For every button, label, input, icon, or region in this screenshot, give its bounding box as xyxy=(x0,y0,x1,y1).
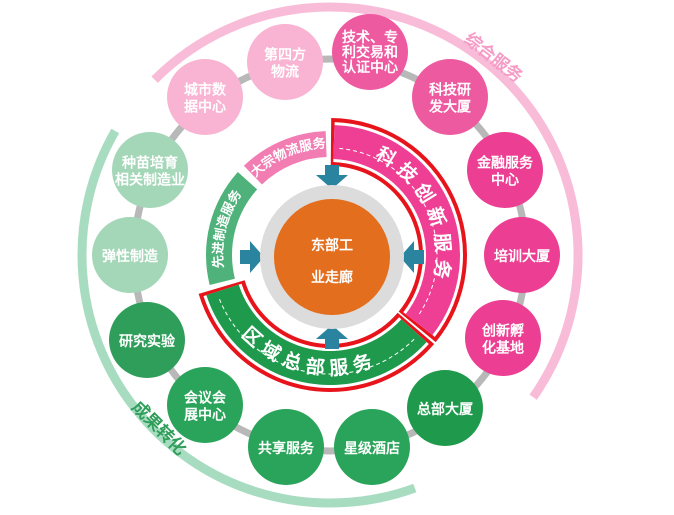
node-label: 化基地 xyxy=(482,340,524,357)
arrow-icon xyxy=(400,241,424,273)
node-circle xyxy=(112,132,188,208)
node-circle xyxy=(465,300,541,376)
band-fill xyxy=(333,125,460,336)
node-circle xyxy=(334,409,410,485)
node-label: 金融服务 xyxy=(476,155,534,172)
node-label: 中心 xyxy=(491,172,519,189)
band-fill xyxy=(206,172,258,285)
node-label: 总部大厦 xyxy=(417,401,474,418)
node-label: 培训大厦 xyxy=(494,248,551,265)
node-label: 种苗培育 xyxy=(121,155,178,172)
node-label: 认证中心 xyxy=(342,59,398,76)
service-nodes: 第四方物流技术、专利交易和认证中心科技研发大厦金融服务中心培训大厦创新孵化基地总… xyxy=(92,14,560,485)
node-circle xyxy=(248,409,324,485)
service-node: 星级酒店 xyxy=(334,409,410,485)
center-circle xyxy=(274,199,390,315)
node-label: 相关制造业 xyxy=(115,172,185,189)
band-fill xyxy=(243,131,327,185)
node-label: 展中心 xyxy=(184,407,226,424)
service-node: 研究实验 xyxy=(109,302,185,378)
transformation-arc xyxy=(77,128,417,508)
node-circle xyxy=(92,217,168,293)
node-circle xyxy=(407,370,483,446)
node-circle xyxy=(467,132,543,208)
node-label: 技术、专 xyxy=(342,29,398,46)
regional-hq-band: 区域总部服务 xyxy=(198,280,435,393)
node-circle xyxy=(167,59,243,135)
service-node: 总部大厦 xyxy=(407,370,483,446)
service-node: 弹性制造 xyxy=(92,217,168,293)
band-fill xyxy=(206,284,427,385)
node-label: 科技研 xyxy=(429,82,471,99)
arrow-icon xyxy=(316,165,348,189)
arrow-icon xyxy=(240,241,264,273)
node-label: 弹性制造 xyxy=(102,248,158,265)
service-node: 培训大厦 xyxy=(484,217,560,293)
node-label: 研究实验 xyxy=(119,333,176,350)
center-title-line1: 东部工 xyxy=(311,237,353,254)
band-dashed-line xyxy=(339,147,438,317)
node-circle xyxy=(247,24,323,100)
node-label: 据中心 xyxy=(184,99,226,116)
center-title-line2: 业走廊 xyxy=(311,269,353,286)
arrows xyxy=(240,165,424,349)
node-circle xyxy=(167,367,243,443)
node-label: 创新孵 xyxy=(481,323,524,340)
node-circle xyxy=(412,59,488,135)
node-label: 共享服务 xyxy=(258,440,315,457)
arrow-icon xyxy=(316,325,348,349)
node-label: 发大厦 xyxy=(428,99,472,116)
node-label: 城市数 xyxy=(184,82,227,99)
comprehensive-services-arc xyxy=(151,2,583,400)
advanced-mfg-band: 先进制造服务 xyxy=(206,172,258,285)
node-circle xyxy=(109,302,185,378)
node-label: 第四方 xyxy=(264,47,306,64)
bulk-logistics-band: 大宗物流服务 xyxy=(243,131,327,185)
service-node: 共享服务 xyxy=(248,409,324,485)
node-label: 利交易和 xyxy=(342,44,398,61)
node-circle xyxy=(332,14,408,90)
node-label: 物流 xyxy=(271,64,299,81)
node-circle xyxy=(484,217,560,293)
node-label: 星级酒店 xyxy=(344,440,400,457)
node-label: 会议会 xyxy=(184,390,227,407)
